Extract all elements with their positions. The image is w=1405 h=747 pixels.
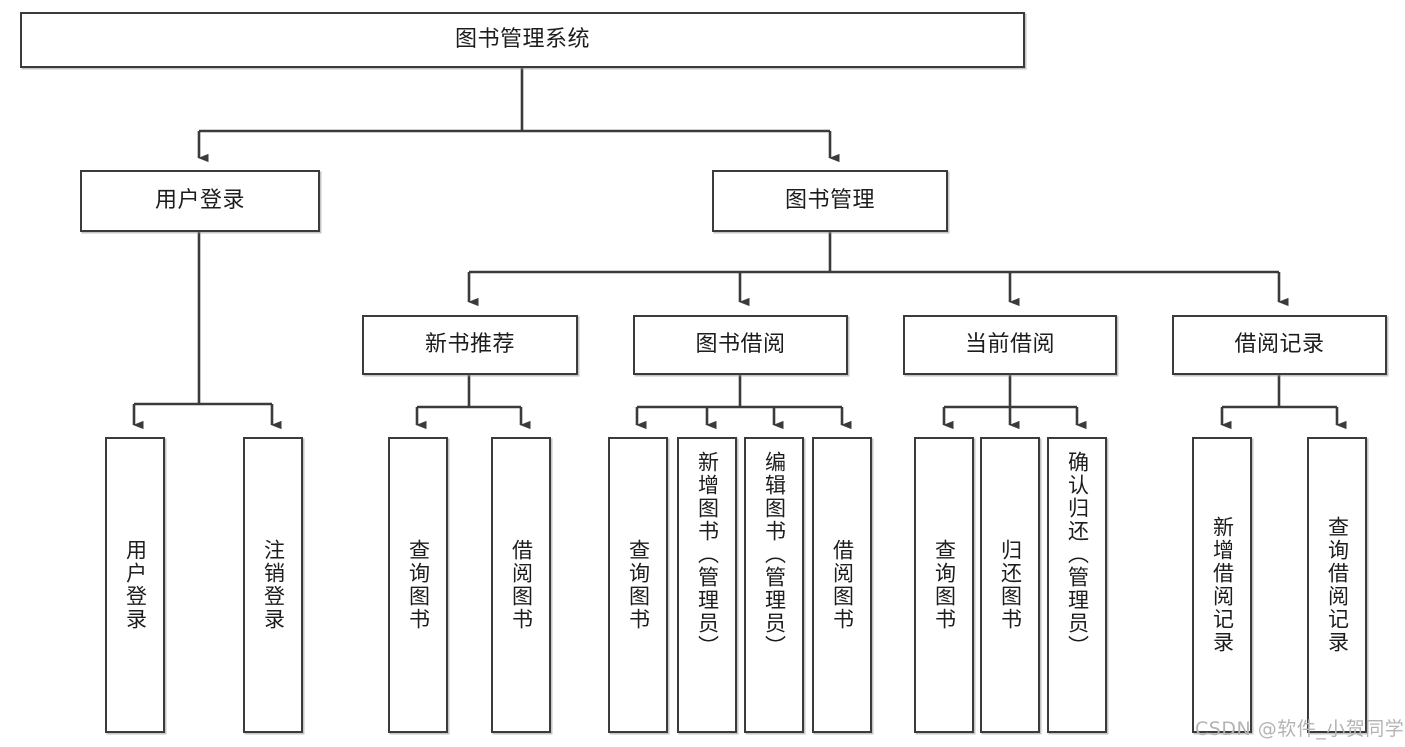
node-label-leaf-book-borrow-borrow: 借阅图书 — [830, 539, 855, 631]
node-label-leaf-current-borrow-return: 归还图书 — [998, 539, 1023, 631]
node-label-user-login: 用户登录 — [154, 188, 245, 214]
node-label-leaf-borrow-record-add: 新增借阅记录 — [1210, 516, 1235, 654]
node-label-book-borrow: 图书借阅 — [695, 332, 786, 358]
node-leaf-book-borrow-borrow[interactable]: 借阅图书 — [812, 437, 872, 733]
connector-group-borrow-record — [1220, 375, 1347, 430]
node-label-leaf-current-borrow-query: 查询图书 — [932, 539, 957, 631]
node-label-leaf-book-borrow-query: 查询图书 — [626, 539, 651, 631]
node-leaf-borrow-record-add[interactable]: 新增借阅记录 — [1192, 437, 1252, 733]
node-current-borrow[interactable]: 当前借阅 — [903, 315, 1117, 375]
node-leaf-current-borrow-confirm[interactable]: 确认归还（管理员） — [1047, 437, 1107, 733]
node-leaf-new-book-query[interactable]: 查询图书 — [388, 437, 448, 733]
node-leaf-book-borrow-query[interactable]: 查询图书 — [608, 437, 668, 733]
node-label-leaf-user-login-logout: 注销登录 — [261, 539, 286, 631]
node-leaf-book-borrow-edit[interactable]: 编辑图书（管理员） — [744, 437, 804, 733]
node-leaf-current-borrow-return[interactable]: 归还图书 — [980, 437, 1040, 733]
node-leaf-user-login-logout[interactable]: 注销登录 — [243, 437, 303, 733]
node-label-root-system: 图书管理系统 — [454, 27, 590, 53]
node-label-leaf-new-book-borrow: 借阅图书 — [509, 539, 534, 631]
node-book-borrow[interactable]: 图书借阅 — [633, 315, 848, 375]
node-label-leaf-book-borrow-edit: 编辑图书（管理员） — [762, 451, 787, 658]
connector-group-book-borrow — [635, 375, 852, 430]
watermark-text: CSDN @软件_小贺同学 — [1195, 718, 1405, 740]
node-label-leaf-user-login-login: 用户登录 — [123, 539, 148, 631]
node-label-borrow-record: 借阅记录 — [1234, 332, 1325, 358]
node-label-new-book-recommend: 新书推荐 — [424, 332, 515, 358]
node-new-book-recommend[interactable]: 新书推荐 — [362, 315, 578, 375]
node-leaf-user-login-login[interactable]: 用户登录 — [105, 437, 165, 733]
node-user-login[interactable]: 用户登录 — [80, 170, 320, 232]
node-book-management[interactable]: 图书管理 — [712, 170, 948, 232]
node-root-system[interactable]: 图书管理系统 — [20, 12, 1025, 68]
node-label-leaf-book-borrow-add: 新增图书（管理员） — [695, 451, 720, 658]
connector-group-user-login — [132, 232, 282, 430]
node-leaf-current-borrow-query[interactable]: 查询图书 — [914, 437, 974, 733]
connector-group-current-borrow — [942, 375, 1087, 430]
node-leaf-book-borrow-add[interactable]: 新增图书（管理员） — [677, 437, 737, 733]
connector-group-new-book — [415, 375, 531, 430]
node-label-leaf-current-borrow-confirm: 确认归还（管理员） — [1065, 451, 1090, 658]
node-label-leaf-borrow-record-query: 查询借阅记录 — [1325, 516, 1350, 654]
node-label-book-management: 图书管理 — [784, 188, 875, 214]
connector-group-root — [197, 68, 840, 163]
node-borrow-record[interactable]: 借阅记录 — [1172, 315, 1387, 375]
node-label-leaf-new-book-query: 查询图书 — [406, 539, 431, 631]
connector-group-book-manage — [467, 232, 1289, 307]
node-label-current-borrow: 当前借阅 — [964, 332, 1055, 358]
node-leaf-new-book-borrow[interactable]: 借阅图书 — [491, 437, 551, 733]
node-leaf-borrow-record-query[interactable]: 查询借阅记录 — [1307, 437, 1367, 733]
